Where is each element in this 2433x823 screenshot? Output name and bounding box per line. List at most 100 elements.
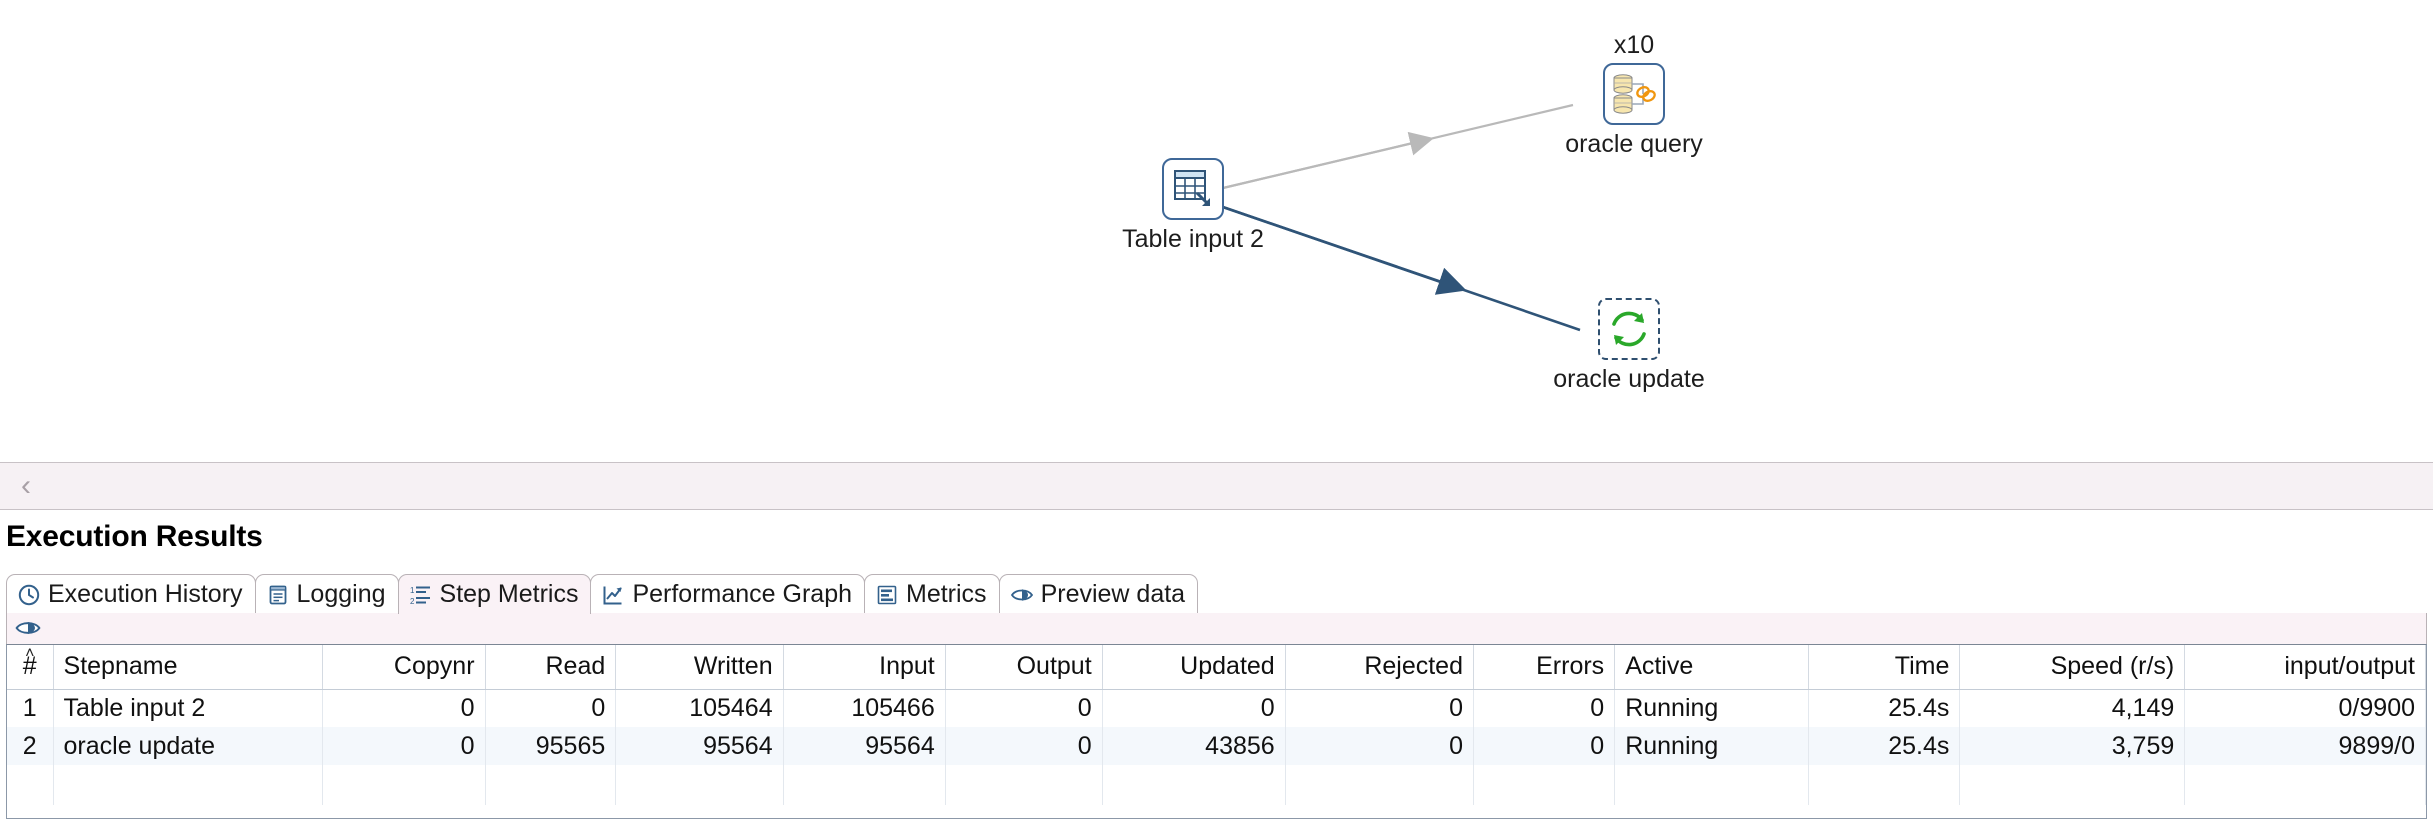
cell-io: 9899/0 (2184, 727, 2426, 765)
results-toolbar (6, 613, 2427, 644)
cell-empty (485, 765, 617, 805)
cell-empty (783, 765, 946, 805)
column-header-read[interactable]: Read (485, 645, 617, 690)
cell-empty (1285, 765, 1474, 805)
svg-text:2: 2 (410, 597, 415, 606)
clock-icon (18, 584, 40, 605)
step-node-label: oracle update (1553, 365, 1705, 393)
cell-active: Running (1614, 727, 1809, 765)
column-header-errors[interactable]: Errors (1473, 645, 1616, 690)
tab-label: Execution History (48, 580, 243, 608)
cell-empty (2184, 765, 2426, 805)
tab-performance-graph[interactable]: Performance Graph (590, 574, 865, 614)
canvas-bottom-strip: ‹ (0, 462, 2433, 510)
cell-io: 0/9900 (2184, 689, 2426, 727)
step-node-table-input-2[interactable]: Table input 2 (1093, 158, 1293, 254)
column-header-num[interactable]: ˄ # (7, 645, 54, 690)
cell-empty (1959, 765, 2186, 805)
step-metrics-table: ˄ # Stepname Copynr Read Written Input O… (7, 645, 2426, 805)
column-header-input[interactable]: Input (783, 645, 946, 690)
transformation-canvas[interactable]: x10 (0, 0, 2433, 462)
cell-copynr: 0 (322, 727, 486, 765)
column-header-stepname[interactable]: Stepname (53, 645, 324, 690)
step-metrics-table-container[interactable]: ˄ # Stepname Copynr Read Written Input O… (6, 644, 2427, 819)
collapse-left-chevron-icon[interactable]: ‹ (21, 469, 31, 502)
column-header-time[interactable]: Time (1808, 645, 1961, 690)
column-header-output[interactable]: Output (945, 645, 1103, 690)
cell-num: 1 (7, 689, 54, 727)
cell-input: 105466 (783, 689, 946, 727)
tab-logging[interactable]: Logging (254, 574, 399, 614)
update-refresh-icon[interactable] (1598, 298, 1660, 360)
execution-results-panel: Execution Results Execution History L (0, 510, 2433, 823)
step-node-label: oracle query (1565, 129, 1703, 158)
cell-empty (53, 765, 324, 805)
table-header-row: ˄ # Stepname Copynr Read Written Input O… (7, 645, 2426, 690)
column-header-written[interactable]: Written (615, 645, 784, 690)
column-header-speed[interactable]: Speed (r/s) (1959, 645, 2186, 690)
cell-read: 0 (485, 689, 617, 727)
hop-layer (1216, 103, 1581, 332)
svg-text:1: 1 (410, 586, 415, 595)
column-header-copynr[interactable]: Copynr (322, 645, 486, 690)
cell-empty (7, 765, 54, 805)
tab-label: Preview data (1040, 580, 1186, 608)
cell-active: Running (1614, 689, 1809, 727)
hop-arrow-update (1216, 203, 1467, 295)
table-input-icon[interactable] (1162, 158, 1224, 220)
step-node-label: Table input 2 (1122, 225, 1264, 253)
numbered-list-icon: 1 2 (410, 586, 430, 606)
cell-written: 95564 (615, 727, 784, 765)
tab-preview-data[interactable]: Preview data (998, 574, 1199, 614)
cell-speed: 4,149 (1959, 689, 2186, 727)
cell-num: 2 (7, 727, 54, 765)
cell-written: 105464 (615, 689, 784, 727)
tab-label: Step Metrics (439, 580, 579, 608)
cell-empty (945, 765, 1103, 805)
tab-label: Logging (296, 580, 386, 608)
cell-errors: 0 (1473, 727, 1616, 765)
cell-read: 95565 (485, 727, 617, 765)
step-node-oracle-update[interactable]: oracle update (1529, 298, 1729, 394)
tab-step-metrics[interactable]: 1 2 Step Metrics (397, 574, 592, 614)
cell-stepname: oracle update (53, 727, 324, 765)
table-row-empty (7, 765, 2426, 805)
eye-icon (1010, 588, 1033, 601)
cell-speed: 3,759 (1959, 727, 2186, 765)
cell-copynr: 0 (322, 689, 486, 727)
cell-output: 0 (945, 727, 1103, 765)
cell-empty (1102, 765, 1286, 805)
cell-updated: 0 (1102, 689, 1286, 727)
tab-label: Metrics (906, 580, 987, 608)
cell-input: 95564 (783, 727, 946, 765)
results-tabbar: Execution History Logging 1 2 (6, 572, 1199, 614)
tab-metrics[interactable]: Metrics (864, 574, 1000, 614)
column-header-updated[interactable]: Updated (1102, 645, 1286, 690)
log-notepad-icon (269, 585, 286, 604)
panel-title: Execution Results (6, 520, 263, 553)
tab-execution-history[interactable]: Execution History (6, 574, 256, 614)
cell-rejected: 0 (1285, 727, 1474, 765)
cell-time: 25.4s (1808, 689, 1961, 727)
line-chart-icon (603, 586, 623, 604)
eye-icon[interactable] (15, 617, 41, 639)
cell-empty (1614, 765, 1809, 805)
column-header-label: # (22, 652, 37, 681)
column-header-rejected[interactable]: Rejected (1285, 645, 1474, 690)
cell-empty (322, 765, 486, 805)
cell-empty (615, 765, 784, 805)
cell-stepname: Table input 2 (53, 689, 324, 727)
column-header-io[interactable]: input/output (2184, 645, 2426, 690)
cell-empty (1473, 765, 1616, 805)
cell-rejected: 0 (1285, 689, 1474, 727)
hop-arrow-query (1222, 131, 1434, 190)
cell-output: 0 (945, 689, 1103, 727)
cell-time: 25.4s (1808, 727, 1961, 765)
step-node-oracle-query[interactable]: x10 (1534, 31, 1734, 158)
database-join-icon[interactable] (1603, 62, 1665, 125)
column-header-active[interactable]: Active (1614, 645, 1809, 690)
tab-label: Performance Graph (632, 580, 852, 608)
